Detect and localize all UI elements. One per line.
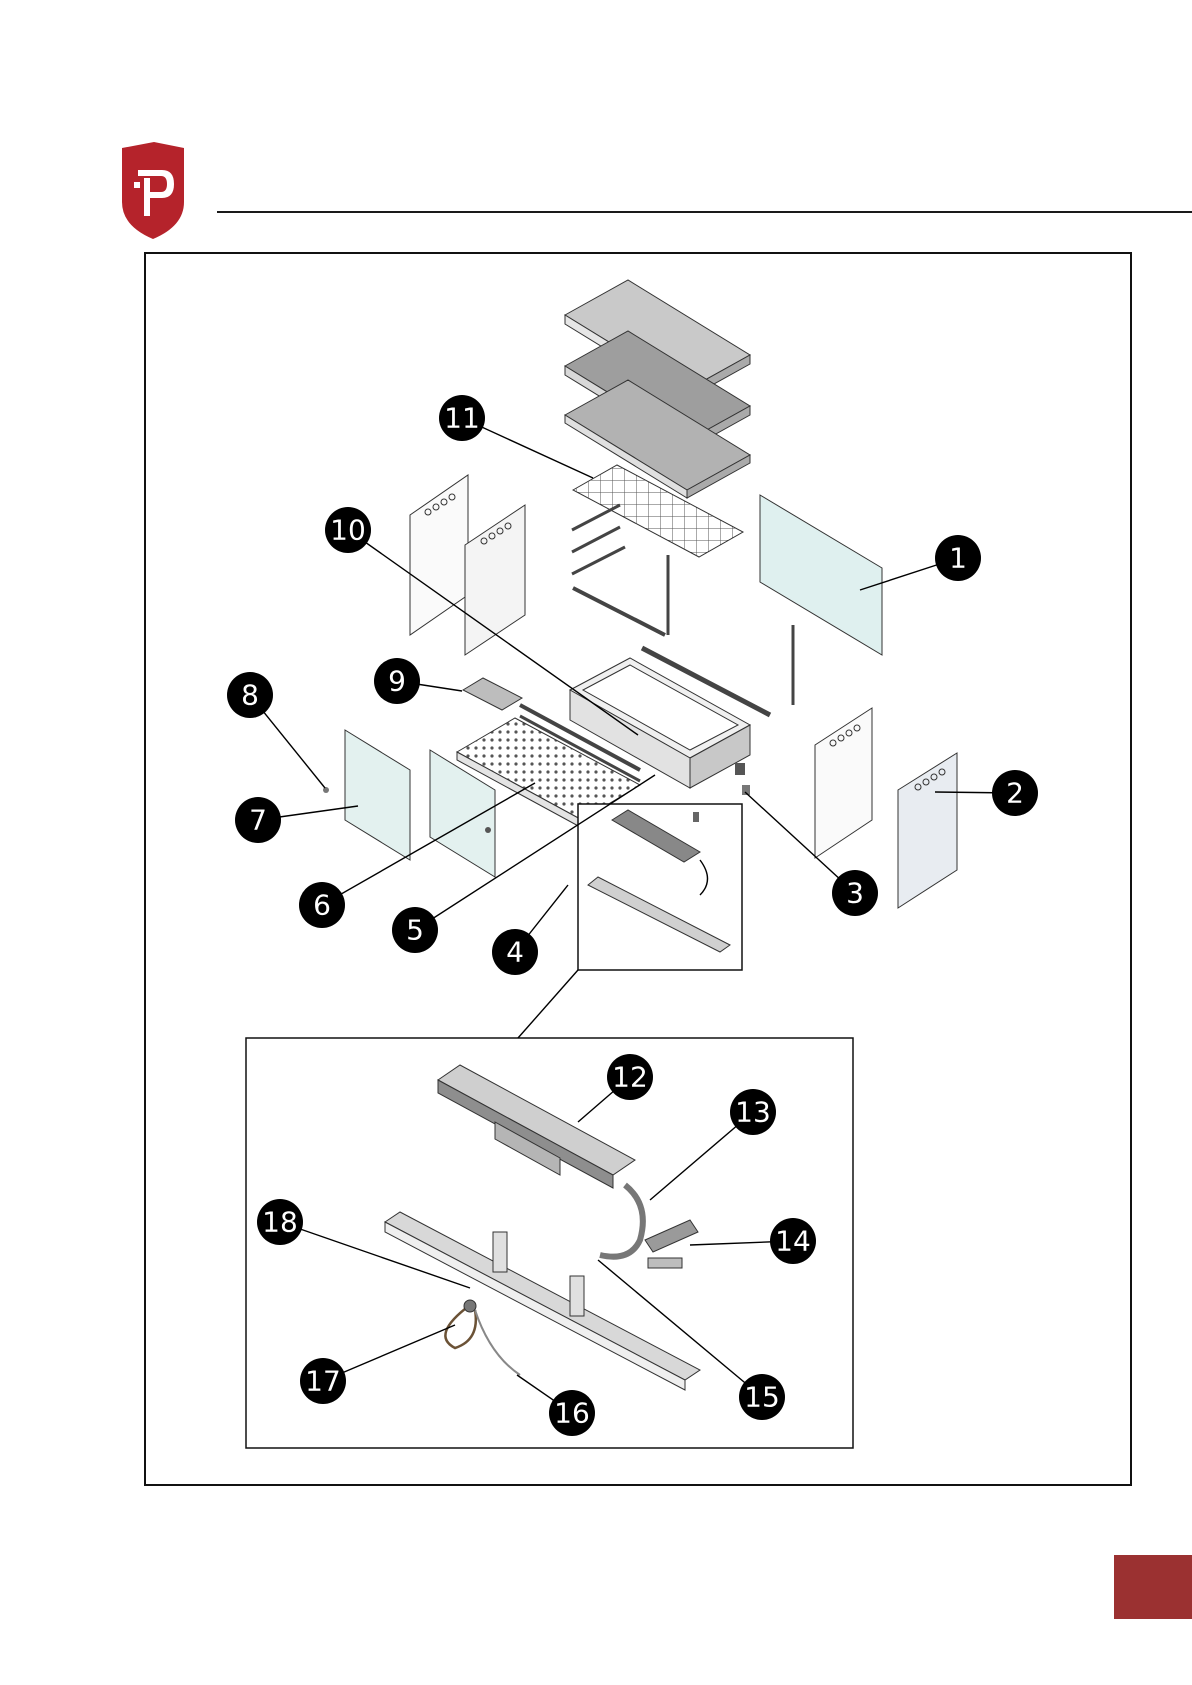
callout-11-label: 11 [444,402,480,435]
callout-5-label: 5 [406,914,424,947]
callout-7: 7 [235,797,281,843]
callout-10-label: 10 [330,514,366,547]
callout-14-label: 14 [775,1225,811,1258]
callout-16-label: 16 [554,1397,590,1430]
callout-8: 8 [227,672,273,718]
callout-1: 1 [935,535,981,581]
callout-6-label: 6 [313,889,331,922]
callout-17-label: 17 [305,1365,341,1398]
glass-panel-right [760,495,882,655]
callout-2-label: 2 [1006,777,1024,810]
side-panel-left-back [410,475,468,635]
callout-10: 10 [325,507,371,553]
callout-9: 9 [374,658,420,704]
callout-2: 2 [992,770,1038,816]
detail-connector-line [518,970,578,1038]
callout-12-label: 12 [612,1061,648,1094]
callout-11: 11 [439,395,485,441]
callout-16: 16 [549,1390,595,1436]
callout-15: 15 [739,1374,785,1420]
callout-15-label: 15 [744,1381,780,1414]
callout-17: 17 [300,1358,346,1404]
callout-1-label: 1 [949,542,967,575]
side-panel-right-back [815,708,872,858]
callout-14: 14 [770,1218,816,1264]
drip-tray [463,678,522,710]
feet [735,763,750,795]
callout-12: 12 [607,1054,653,1100]
callout-4-label: 4 [506,936,524,969]
page-tab-marker [1114,1555,1192,1619]
callout-8-label: 8 [241,679,259,712]
callout-13: 13 [730,1089,776,1135]
callout-5: 5 [392,907,438,953]
side-panel-right-front [898,753,957,908]
glass-panel-left-a [345,730,410,860]
callout-3: 3 [832,870,878,916]
knob [323,787,329,793]
callout-18: 18 [257,1199,303,1245]
side-panel-left-front [465,505,525,655]
callout-7-label: 7 [249,804,267,837]
callout-18-label: 18 [262,1206,298,1239]
detail-box-small [578,804,742,970]
callout-6: 6 [299,882,345,928]
callout-3-label: 3 [846,877,864,910]
callout-13-label: 13 [735,1096,771,1129]
callout-9-label: 9 [388,665,406,698]
callout-4: 4 [492,929,538,975]
